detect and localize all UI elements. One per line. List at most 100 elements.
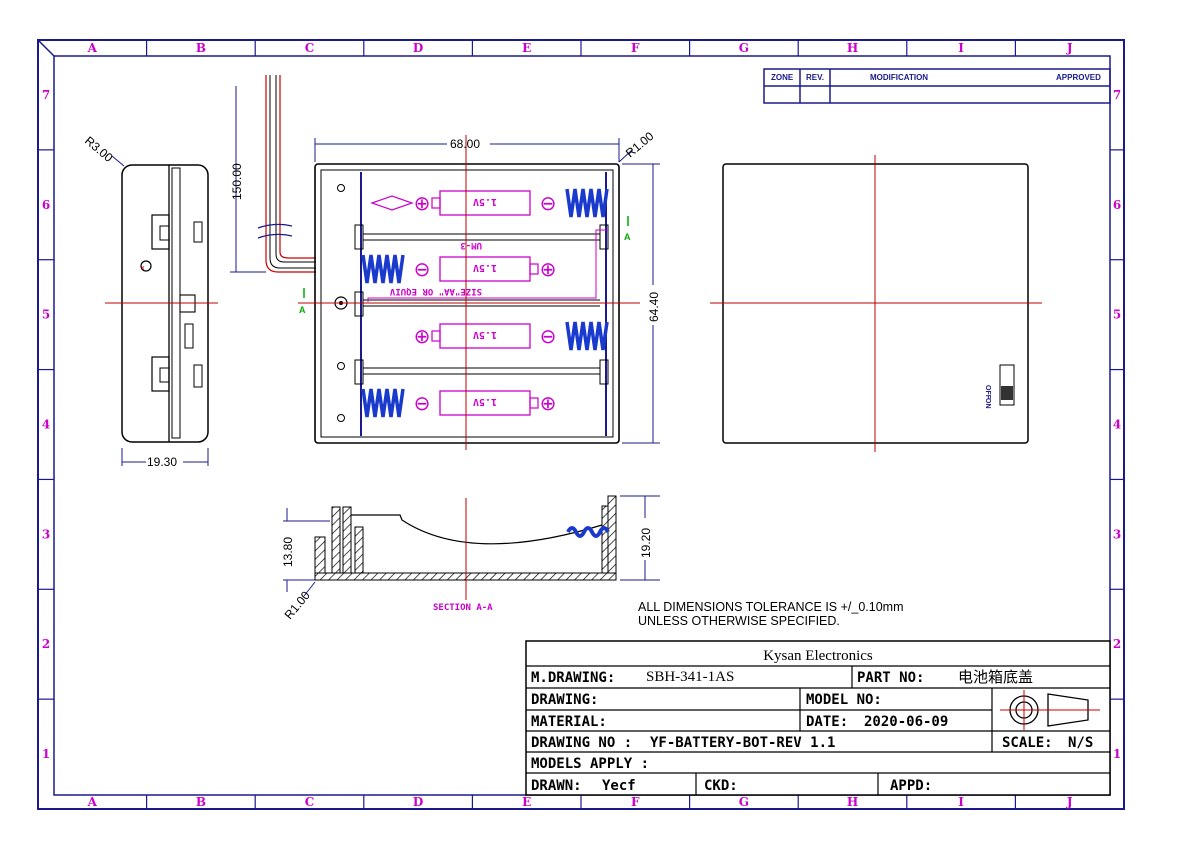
projection-symbol-icon	[1000, 690, 1100, 730]
side-view: x 19.30 R3.00	[82, 134, 218, 469]
part-no-value: 电池箱底盖	[958, 669, 1033, 686]
title-block: Kysan Electronics M.DRAWING: SBH-341-1AS…	[525, 640, 1111, 796]
contact-spring-icon	[361, 254, 405, 284]
minus-terminal-icon: ⊖	[414, 391, 431, 415]
drawing-no-value: YF-BATTERY-BOT-REV 1.1	[650, 735, 835, 751]
m-drawing-label: M.DRAWING:	[531, 670, 615, 686]
zone-row-label: 2	[1113, 637, 1121, 651]
section-marker-right: A	[624, 232, 631, 242]
power-switch-icon	[999, 364, 1015, 406]
side-width-dimension: 19.30	[147, 455, 177, 469]
diamond-marker-icon	[370, 195, 414, 211]
zone-row-label: 7	[1113, 88, 1121, 102]
rev-header-approved: APPROVED	[1056, 73, 1101, 82]
zone-row-label: 4	[42, 418, 50, 432]
top-width-dimension: 68.00	[450, 137, 480, 151]
zone-row-label: 5	[42, 308, 50, 322]
model-no-label: MODEL NO:	[806, 692, 882, 708]
rev-header-rev: REV.	[806, 73, 824, 82]
zone-row-label: 1	[1113, 747, 1121, 761]
zone-column-label: B	[196, 795, 206, 809]
battery-cell: 1.5V ⊖ ⊕	[361, 254, 557, 284]
contact-spring-icon	[565, 321, 609, 351]
m-drawing-value: SBH-341-1AS	[646, 669, 734, 685]
switch-on-label: ON	[984, 398, 991, 409]
zone-column-label: C	[305, 41, 315, 55]
zone-row-label: 5	[1113, 308, 1121, 322]
battery-cell: 1.5V ⊕ ⊖	[414, 188, 609, 218]
zone-column-label: A	[87, 795, 98, 809]
tolerance-note-line1: ALL DIMENSIONS TOLERANCE IS +/_0.10mm	[638, 600, 904, 614]
section-corner-radius: R1.00	[282, 588, 314, 622]
zone-column-label: D	[413, 41, 423, 55]
zone-row-labels-right: 7 6 5 4 3 2 1	[1113, 88, 1121, 761]
drawn-label: DRAWN:	[531, 778, 582, 794]
section-title: SECTION A-A	[433, 603, 493, 613]
zone-row-label: 1	[42, 747, 50, 761]
zone-row-label: 3	[1113, 527, 1121, 541]
screw-hole-icon	[140, 260, 152, 272]
section-marker-left: A	[299, 305, 306, 315]
plus-terminal-icon: ⊕	[540, 391, 557, 415]
zone-row-label: 6	[1113, 198, 1121, 212]
drawn-value: Yecf	[602, 778, 636, 794]
rev-header-zone: ZONE	[771, 73, 794, 82]
battery-voltage-label: 1.5V	[473, 262, 497, 273]
zone-row-label: 3	[42, 527, 50, 541]
zone-column-label: E	[522, 41, 531, 55]
section-right-height: 19.20	[639, 528, 653, 558]
battery-cell: 1.5V ⊖ ⊕	[361, 388, 557, 418]
date-value: 2020-06-09	[864, 714, 948, 730]
plus-terminal-icon: ⊕	[414, 324, 431, 348]
plus-terminal-icon: ⊕	[414, 191, 431, 215]
zone-row-label: 7	[42, 88, 50, 102]
zone-column-label: I	[958, 795, 964, 809]
drawing-no-label: DRAWING NO :	[531, 735, 632, 751]
zone-column-label: C	[305, 795, 315, 809]
minus-terminal-icon: ⊖	[540, 191, 557, 215]
zone-column-label: J	[1066, 41, 1073, 55]
battery-voltage-label: 1.5V	[473, 396, 497, 407]
top-view: 1.5V⊕⊖1.5V⊖⊕1.5V⊕⊖1.5V⊖⊕ UM-3 SIZE"AA" O…	[298, 129, 661, 450]
plus-terminal-icon: ⊕	[540, 257, 557, 281]
part-no-label: PART NO:	[857, 670, 924, 686]
drawing-label: DRAWING:	[531, 692, 598, 708]
top-corner-radius: R1.00	[623, 129, 657, 161]
zone-column-label: H	[847, 41, 858, 55]
zone-column-label: F	[631, 41, 640, 55]
ckd-label: CKD:	[704, 778, 738, 794]
zone-row-label: 6	[42, 198, 50, 212]
switch-off-label: OFF	[984, 385, 991, 400]
appd-label: APPD:	[890, 778, 932, 794]
zone-row-label: 4	[1113, 418, 1121, 432]
scale-label: SCALE:	[1002, 735, 1053, 751]
battery-wires: 150.00	[230, 75, 316, 273]
date-label: DATE:	[806, 714, 848, 730]
battery-voltage-label: 1.5V	[473, 329, 497, 340]
rev-header-modification: MODIFICATION	[870, 73, 928, 82]
side-radius-dimension: R3.00	[82, 134, 116, 166]
minus-terminal-icon: ⊖	[414, 257, 431, 281]
contact-spring-icon	[361, 388, 405, 418]
zone-column-label: D	[413, 795, 423, 809]
models-apply-label: MODELS APPLY :	[531, 756, 649, 772]
revision-table: ZONE REV. MODIFICATION APPROVED	[763, 68, 1111, 104]
battery-cell: 1.5V⊕⊖	[414, 321, 609, 351]
zone-column-label: A	[87, 41, 98, 55]
section-view: SECTION A-A 13.80 19.20 R1.00	[281, 495, 660, 622]
zone-column-label: G	[739, 41, 749, 55]
battery-voltage-label: 1.5V	[473, 196, 497, 207]
cell-size-label: SIZE"AA" OR EQUIV	[389, 286, 482, 296]
zone-column-label: G	[739, 795, 749, 809]
zone-column-label: E	[522, 795, 531, 809]
top-height-dimension: 64.40	[647, 292, 661, 322]
wire-length-dimension: 150.00	[230, 163, 244, 200]
scale-value: N/S	[1068, 735, 1093, 751]
tolerance-note-line2: UNLESS OTHERWISE SPECIFIED.	[638, 614, 840, 628]
section-left-height: 13.80	[281, 537, 295, 567]
zone-column-label: B	[196, 41, 206, 55]
